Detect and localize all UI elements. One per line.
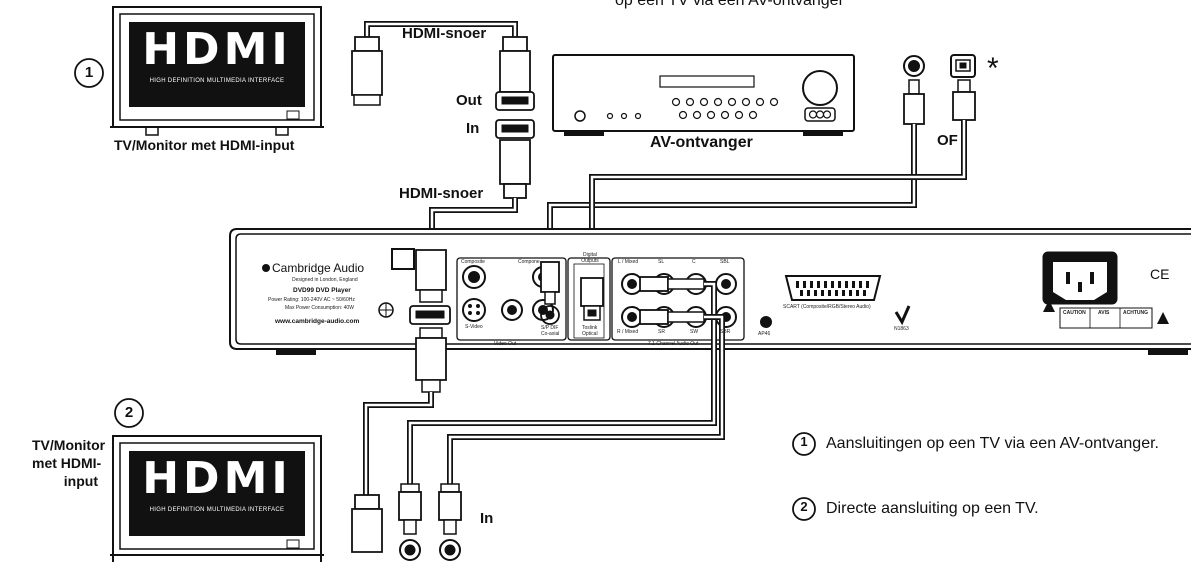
label-coaxial: Co-axial	[541, 331, 560, 337]
label-n1863: N1863	[894, 326, 909, 332]
hdmi-cable-top-label: HDMI-snoer	[402, 25, 487, 42]
tv1-number: 1	[84, 64, 94, 81]
player-brand: Cambridge Audio	[272, 261, 365, 275]
tv-monitor-1	[110, 6, 324, 136]
label-r-mixed: R / Mixed	[617, 329, 639, 335]
player-website: www.cambridge-audio.com	[275, 318, 360, 325]
warning-labels	[1043, 300, 1169, 329]
number-badge-2	[114, 398, 144, 428]
player-coax-plug	[540, 261, 560, 325]
av-receiver	[552, 54, 855, 136]
in-top-label: In	[466, 120, 480, 137]
of-label: OF	[937, 132, 958, 149]
receiver-label: AV-ontvanger	[650, 134, 753, 151]
in-bottom-label: In	[480, 510, 494, 527]
analog-audio-cables	[398, 281, 725, 561]
player-hdmi-port	[391, 248, 451, 393]
hdmi-logo-text: HDMI	[142, 24, 292, 75]
dvd-player-back-panel	[229, 228, 1191, 355]
hdmi-logo-subtitle: HIGH DEFINITION MULTIMEDIA INTERFACE	[149, 78, 285, 84]
label-achtung: ACHTUNG	[1123, 310, 1148, 316]
label-sw: SW	[690, 329, 699, 335]
legend-text-2: Directe aansluiting op een TV.	[826, 500, 1039, 517]
label-toslink: Toslink	[582, 325, 598, 331]
label-c: C	[692, 259, 696, 265]
hdmi-logo-2: HDMI HIGH DEFINITION MULTIMEDIA INTERFAC…	[129, 451, 305, 536]
player-power-rating: Power Rating: 100-240V AC ~ 50/60Hz	[268, 297, 355, 303]
hdmi-cable-top	[351, 21, 531, 106]
out-label: Out	[456, 92, 482, 109]
legend-badge-2	[792, 497, 816, 521]
label-component: Compone	[518, 259, 540, 265]
label-sr: SR	[658, 329, 665, 335]
label-optical: Optical	[582, 331, 598, 337]
power-inlet	[1042, 251, 1118, 305]
tv-monitor-2	[110, 435, 324, 562]
header-fragment: op een TV via een AV-ontvanger	[615, 0, 844, 9]
legend-number-1: 1	[800, 434, 808, 449]
label-composite: Composite	[461, 259, 485, 265]
label-ap46: AP46	[758, 331, 771, 337]
hdmi-logo-text: HDMI	[142, 453, 292, 504]
label-l-mixed: L / Mixed	[618, 259, 639, 265]
legend-badge-1	[792, 432, 816, 456]
player-power-consumption: Max Power Consumption: 40W	[285, 305, 354, 311]
label-sbr: SBR	[720, 329, 731, 335]
number-badge-1	[74, 58, 104, 88]
optical-cable	[589, 79, 976, 278]
hdmi-logo-subtitle: HIGH DEFINITION MULTIMEDIA INTERFACE	[149, 507, 285, 513]
receiver-digital-inputs	[903, 54, 976, 78]
scart-connector	[784, 275, 882, 301]
tv2-number: 2	[124, 404, 134, 421]
label-sbl: SBL	[720, 259, 730, 265]
receiver-hdmi-ports	[495, 91, 535, 139]
label-spdif: S/P DIF	[541, 325, 559, 331]
asterisk-mark: *	[987, 52, 999, 85]
legend-text-1: Aansluitingen op een TV via een AV-ontva…	[826, 435, 1159, 452]
legend-item-2: Directe aansluiting op een TV.	[826, 498, 1186, 520]
ce-mark: CE	[1150, 266, 1170, 282]
player-optical-plug	[580, 277, 604, 321]
label-sl: SL	[658, 259, 665, 265]
label-svideo: S-Video	[465, 324, 483, 330]
hdmi-cable-bottom	[351, 392, 434, 553]
legend-number-2: 2	[800, 499, 808, 514]
hdmi-cable-middle-label: HDMI-snoer	[399, 185, 484, 202]
label-caution: CAUTION	[1063, 310, 1086, 316]
tv2-caption: TV/Monitor met HDMI- input	[32, 437, 106, 489]
label-scart: SCART (Composite/RGB/Stereo Audio)	[783, 304, 871, 310]
hdmi-logo-1: HDMI HIGH DEFINITION MULTIMEDIA INTERFAC…	[129, 22, 305, 107]
player-rca-plugs	[639, 276, 705, 325]
label-digital-outputs: Digital Outputs	[581, 252, 599, 264]
label-video-out: Video Out	[494, 341, 517, 347]
label-avis: AVIS	[1098, 310, 1110, 316]
tv1-caption: TV/Monitor met HDMI-input	[114, 137, 295, 153]
legend-item-1: Aansluitingen op een TV via een AV-ontva…	[826, 433, 1186, 455]
player-designed: Designed in London, England	[292, 277, 358, 283]
compliance-marks	[760, 305, 911, 328]
player-model: DVD99 DVD Player	[293, 287, 351, 294]
label-channel-out: 7.1 Channel Audio Out	[648, 341, 699, 347]
